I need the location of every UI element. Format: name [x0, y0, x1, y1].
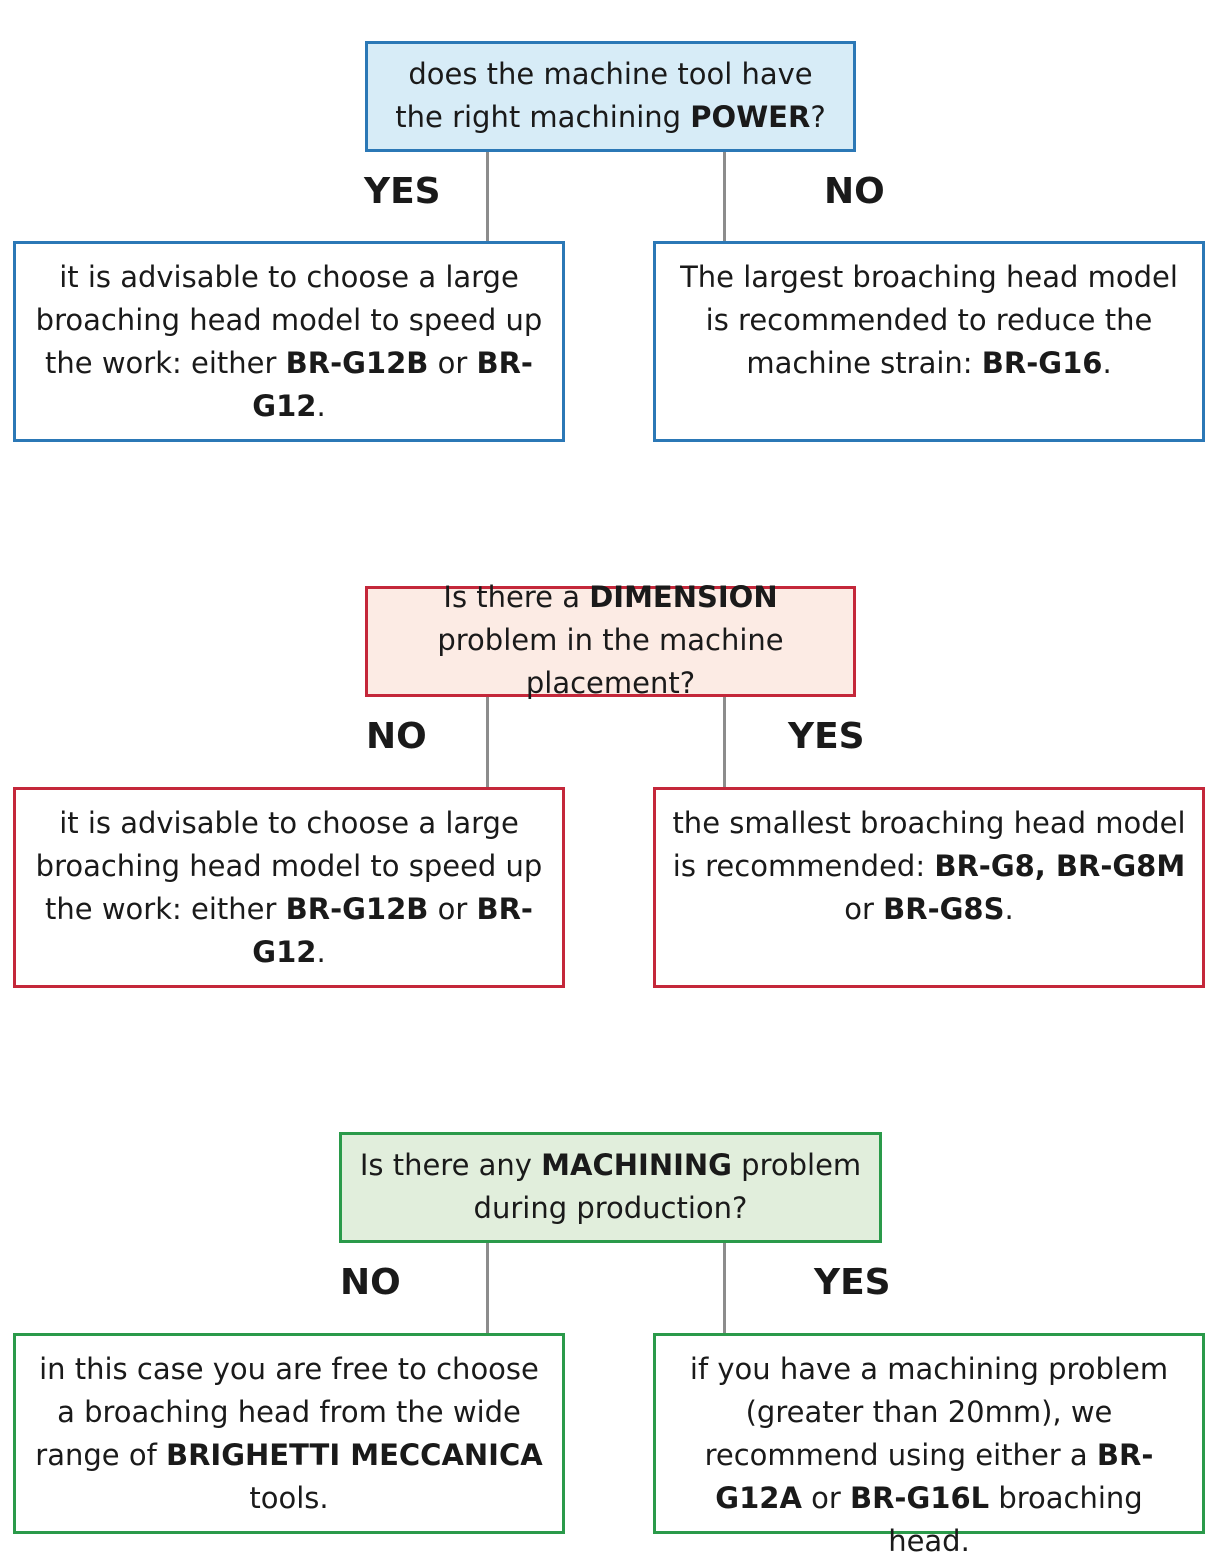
branch-label-yes: YES — [364, 171, 441, 212]
connector-left — [486, 152, 489, 242]
answer-text: The largest broaching head model is reco… — [680, 260, 1178, 380]
answer-box-largest-model: The largest broaching head model is reco… — [653, 241, 1205, 442]
question-text: Is there any MACHINING problem during pr… — [359, 1147, 862, 1225]
answer-text: it is advisable to choose a large broach… — [35, 806, 543, 969]
connector-left — [486, 697, 489, 788]
connector-right — [723, 1243, 726, 1334]
answer-text: it is advisable to choose a large broach… — [35, 260, 543, 423]
question-box-power: does the machine tool have the right mac… — [365, 41, 856, 152]
answer-box-free-choice: in this case you are free to choose a br… — [13, 1333, 565, 1534]
branch-label-no: NO — [824, 171, 885, 212]
answer-text: in this case you are free to choose a br… — [35, 1352, 543, 1515]
answer-box-large-model: it is advisable to choose a large broach… — [13, 241, 565, 442]
branch-label-no: NO — [366, 716, 427, 757]
branch-label-yes: YES — [788, 716, 865, 757]
answer-text: the smallest broaching head model is rec… — [672, 806, 1186, 926]
connector-left — [486, 1243, 489, 1334]
answer-box-large-model: it is advisable to choose a large broach… — [13, 787, 565, 988]
question-box-machining: Is there any MACHINING problem during pr… — [339, 1132, 882, 1243]
answer-box-smallest-model: the smallest broaching head model is rec… — [653, 787, 1205, 988]
connector-right — [723, 697, 726, 788]
branch-label-no: NO — [340, 1262, 401, 1303]
answer-text: if you have a machining problem (greater… — [689, 1352, 1169, 1558]
branch-label-yes: YES — [814, 1262, 891, 1303]
answer-box-machining-problem: if you have a machining problem (greater… — [653, 1333, 1205, 1558]
question-text: Is there a DIMENSION problem in the mach… — [437, 580, 784, 700]
question-box-dimension: Is there a DIMENSION problem in the mach… — [365, 580, 856, 700]
question-text: does the machine tool have the right mac… — [395, 56, 826, 134]
connector-right — [723, 152, 726, 242]
